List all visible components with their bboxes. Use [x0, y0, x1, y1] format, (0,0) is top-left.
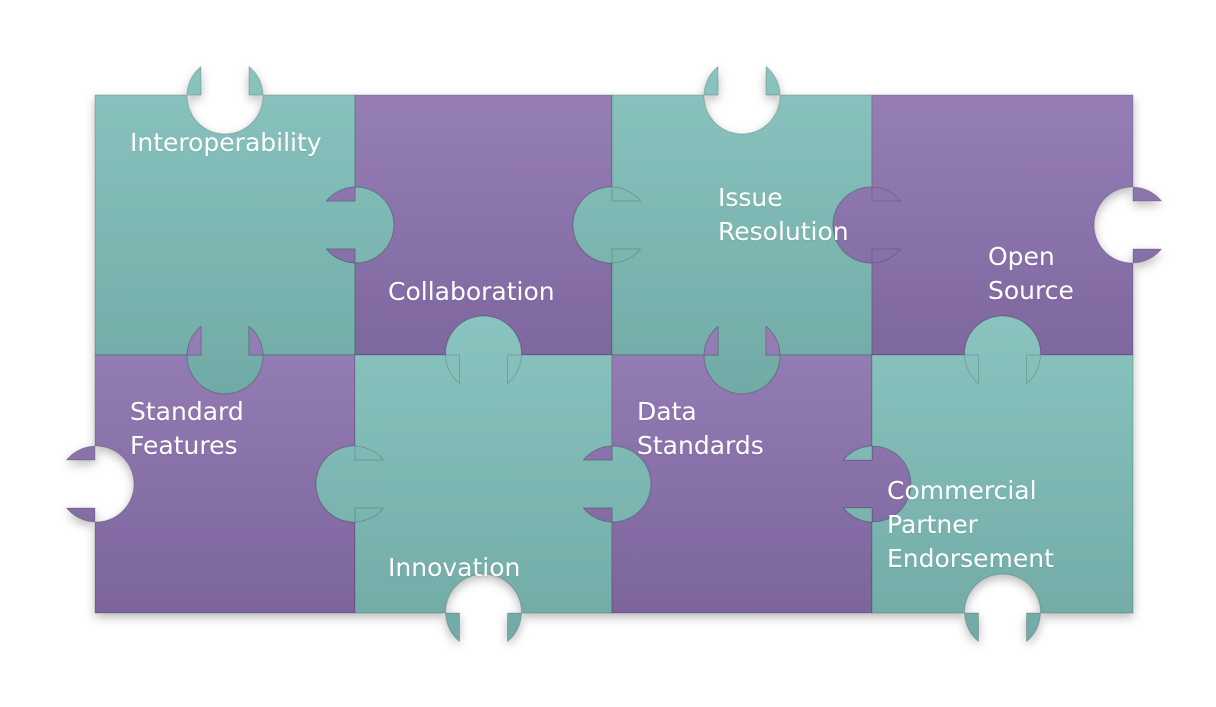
puzzle-piece-commercial-partner-endorsement — [843, 315, 1134, 642]
label-interoperability: Interoperability — [130, 126, 322, 160]
puzzle-piece-interoperability — [94, 66, 395, 395]
puzzle-piece-sheen — [316, 316, 651, 642]
label-collaboration: Collaboration — [388, 275, 555, 309]
label-issue-resolution: Issue Resolution — [718, 181, 849, 249]
label-line: Collaboration — [388, 277, 555, 306]
label-line: Issue — [718, 183, 783, 212]
label-line: Standards — [637, 431, 764, 460]
puzzle-piece-sheen — [326, 95, 641, 384]
label-line: Partner — [887, 510, 978, 539]
label-line: Commercial — [887, 476, 1037, 505]
label-commercial-partner-endorsement: Commercial Partner Endorsement — [887, 474, 1054, 576]
label-open-source: Open Source — [988, 240, 1074, 308]
label-data-standards: Data Standards — [637, 395, 764, 463]
label-line: Data — [637, 397, 697, 426]
puzzle-piece-innovation — [315, 315, 652, 642]
label-standard-features: Standard Features — [130, 395, 244, 463]
label-line: Open — [988, 242, 1055, 271]
puzzle-piece-sheen — [95, 66, 394, 394]
puzzle-piece-sheen — [66, 326, 384, 613]
puzzle-piece-data-standards — [583, 326, 912, 614]
puzzle-piece-standard-features — [66, 326, 384, 614]
label-line: Standard — [130, 397, 244, 426]
label-line: Innovation — [388, 553, 521, 582]
puzzle-piece-sheen — [843, 316, 1133, 642]
puzzle-piece-issue-resolution — [572, 66, 901, 395]
puzzle-piece-open-source — [832, 94, 1162, 384]
puzzle-piece-collaboration — [326, 94, 641, 384]
puzzle-piece-sheen — [583, 326, 911, 613]
puzzle-piece-sheen — [833, 95, 1162, 384]
label-line: Source — [988, 276, 1074, 305]
label-line: Endorsement — [887, 544, 1054, 573]
label-innovation: Innovation — [388, 551, 520, 585]
label-line: Resolution — [718, 217, 849, 246]
puzzle-piece-sheen — [573, 66, 901, 394]
label-line: Interoperability — [130, 128, 322, 157]
label-line: Features — [130, 431, 238, 460]
puzzle-pieces — [66, 66, 1162, 642]
